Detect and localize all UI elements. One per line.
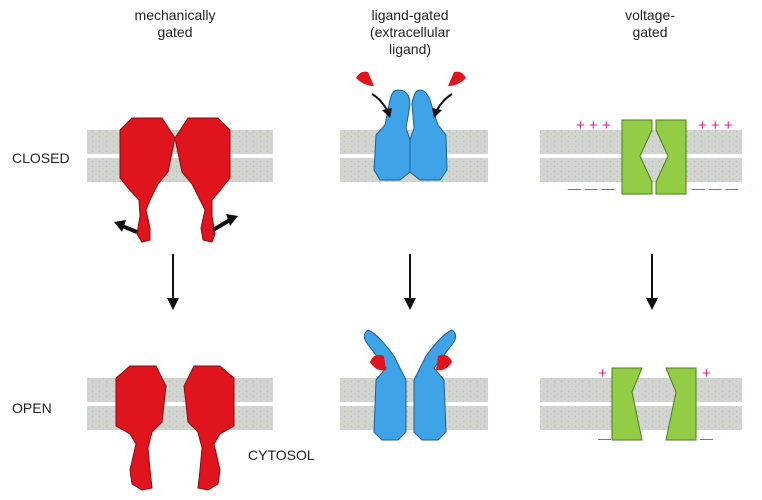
- ligand-molecules-bound: [370, 354, 452, 371]
- label-line: voltage-: [625, 7, 675, 23]
- plus-charges-left: + + +: [576, 117, 611, 134]
- minus-charges-left: — — —: [568, 181, 614, 196]
- pull-arrows: [121, 218, 232, 234]
- minus-charges-right: — — —: [692, 181, 738, 196]
- label-line: (extracellular: [369, 24, 451, 40]
- ligand-channel-closed: [373, 89, 448, 181]
- label-line: gated: [632, 24, 668, 40]
- ligand-channel-open: [363, 329, 457, 441]
- label-line: gated: [157, 24, 193, 40]
- voltage-channel-closed: [621, 119, 687, 195]
- mechanical-channel-open: [115, 365, 235, 491]
- label-cytosol: CYTOSOL: [248, 447, 315, 463]
- membrane-open-voltage: [540, 378, 742, 430]
- minus-charge-left: —: [598, 431, 611, 446]
- label-voltage-gated: voltage- gated: [570, 7, 730, 41]
- membrane-open-mechanical: [87, 378, 273, 430]
- pull-arrowheads: [114, 214, 238, 232]
- label-ligand-gated: ligand-gated (extracellular ligand): [330, 7, 490, 58]
- plus-charge-right: +: [702, 365, 711, 382]
- charge-marks-closed: + + + + + + — — — — — —: [568, 117, 738, 196]
- mechanical-channel-closed: [119, 117, 231, 243]
- label-mechanically-gated: mechanically gated: [95, 7, 255, 41]
- charge-marks-open: + + — —: [598, 365, 713, 446]
- label-closed: CLOSED: [12, 150, 70, 166]
- state-transition-arrows: [172, 254, 653, 300]
- label-line: ligand-gated: [371, 7, 449, 23]
- voltage-channel-open: [611, 367, 697, 441]
- ligand-molecules-free: [356, 71, 466, 86]
- plus-charges-right: + + +: [698, 117, 733, 134]
- label-line: ligand): [388, 41, 432, 57]
- plus-charge-left: +: [598, 365, 607, 382]
- label-line: mechanically: [134, 7, 216, 23]
- minus-charge-right: —: [700, 431, 713, 446]
- label-open: OPEN: [12, 400, 52, 416]
